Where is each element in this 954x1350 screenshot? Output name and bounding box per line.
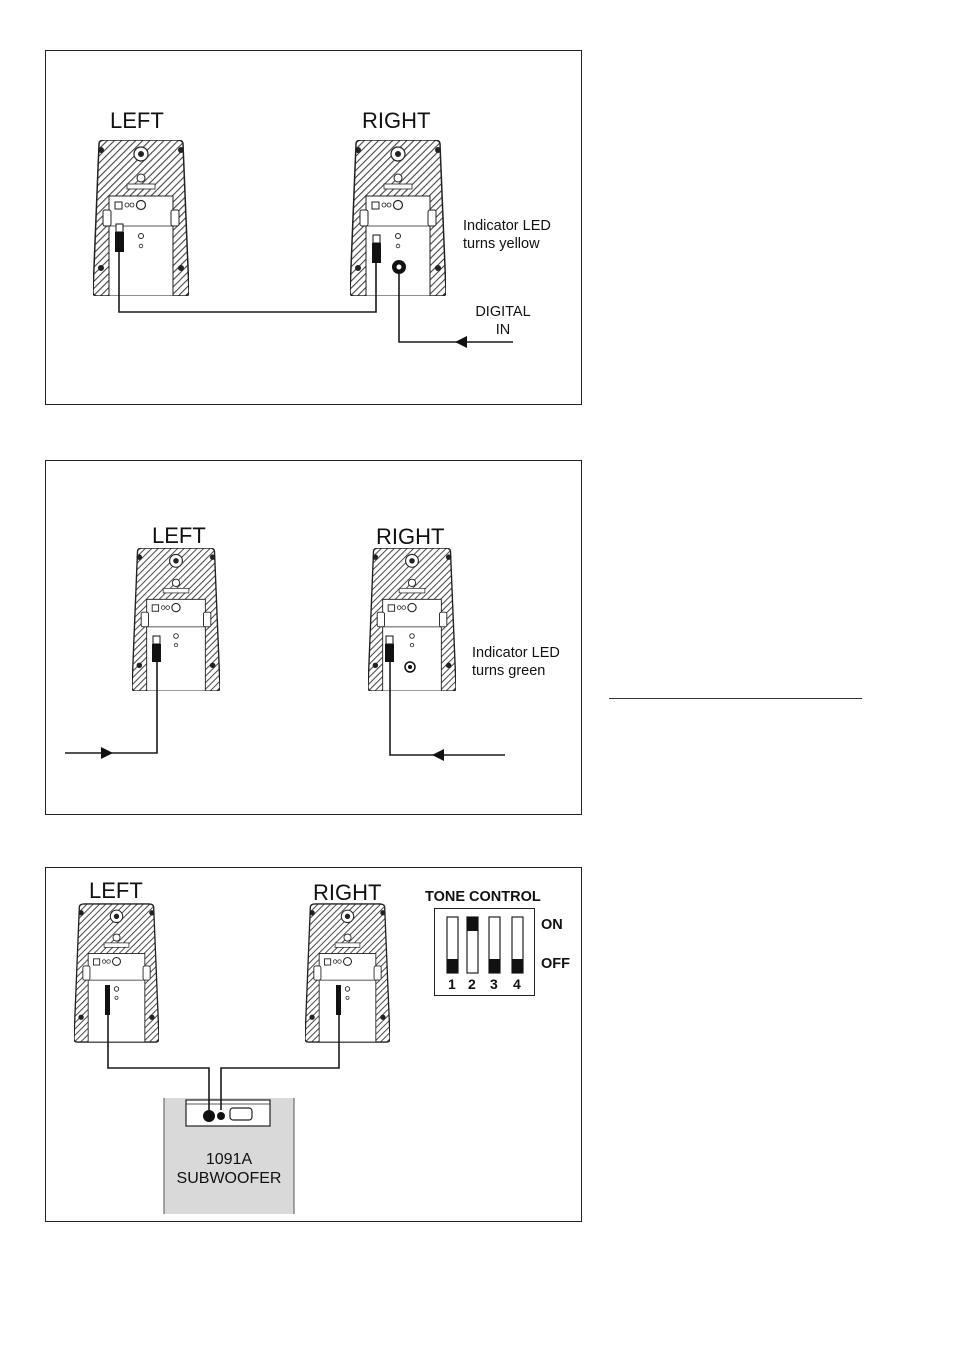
- switch-number-3: 3: [490, 977, 498, 991]
- switch-number-1: 1: [448, 977, 456, 991]
- on-label: ON: [541, 918, 563, 933]
- switch-number-2: 2: [468, 977, 476, 991]
- off-label: OFF: [541, 957, 570, 972]
- switch-number-4: 4: [513, 977, 521, 991]
